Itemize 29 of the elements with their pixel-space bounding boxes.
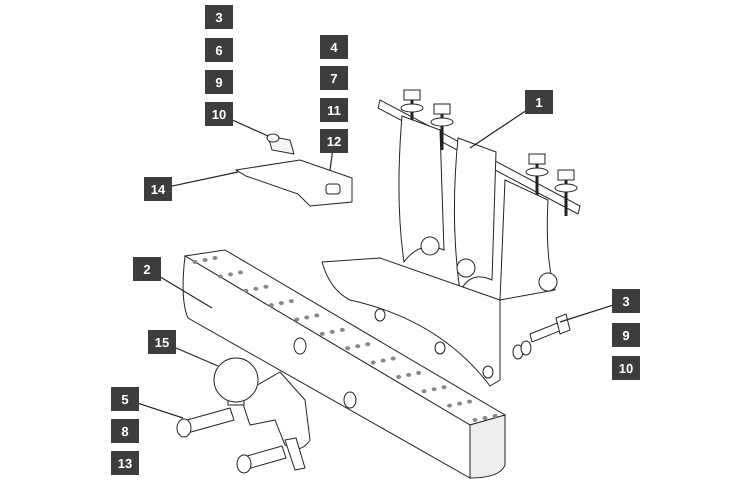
callout-number: 5 [111, 387, 139, 411]
hitch-part-drawing [266, 134, 295, 155]
callout-number: 2 [133, 257, 161, 281]
callout-number: 4 [320, 35, 348, 59]
callout-number: 3 [205, 5, 233, 29]
callout-number: 10 [612, 356, 640, 380]
leader-line [329, 152, 333, 170]
hitch-part-drawing [322, 90, 581, 386]
hitch-part-drawing [176, 407, 287, 474]
callout-number: 9 [612, 323, 640, 347]
hitch-part-drawing [182, 249, 506, 478]
leader-line [172, 171, 238, 187]
callout-number: 13 [111, 451, 139, 475]
hitch-part-drawing [234, 159, 352, 207]
hitch-part-drawing [214, 358, 310, 471]
callout-number: 9 [205, 70, 233, 94]
leader-line [138, 403, 184, 419]
callout-number: 8 [111, 419, 139, 443]
leader-line [560, 304, 612, 323]
leader-line [232, 120, 268, 137]
callout-number: 6 [205, 38, 233, 62]
leader-line [160, 276, 212, 309]
leader-line [176, 347, 218, 367]
callout-number: 14 [144, 177, 172, 201]
leader-line [470, 110, 526, 148]
callout-number: 7 [320, 66, 348, 90]
callout-number: 15 [148, 330, 176, 354]
callout-number: 10 [205, 102, 233, 126]
callout-number: 3 [612, 289, 640, 313]
